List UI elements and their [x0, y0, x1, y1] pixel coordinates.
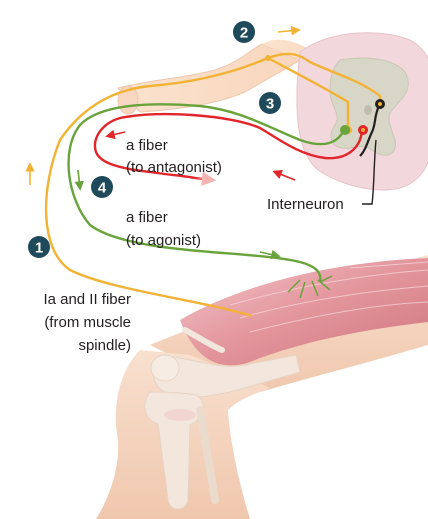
agonist-motor-neuron — [340, 125, 350, 135]
svg-text:3: 3 — [266, 96, 274, 113]
svg-text:(to antagonist): (to antagonist) — [126, 159, 222, 176]
knee-bones — [144, 354, 301, 510]
svg-text:a fiber: a fiber — [126, 209, 168, 226]
interneuron-path — [359, 105, 380, 157]
svg-text:(to agonist): (to agonist) — [126, 232, 201, 249]
spinal-cord — [296, 32, 428, 191]
interneuron-pointer — [362, 139, 377, 205]
label-a-fiber-agonist: a fiber (to agonist) — [126, 209, 201, 249]
svg-text:spindle): spindle) — [78, 337, 131, 354]
arrow-agonist-down — [74, 169, 85, 191]
arrow-agonist-muscle — [259, 249, 281, 260]
ia-ii-branch — [267, 56, 350, 128]
svg-text:(from muscle: (from muscle — [44, 314, 131, 331]
arrow-antagonist-cord — [272, 170, 296, 181]
badge-4: 4 — [91, 176, 113, 198]
label-a-fiber-antagonist: a fiber (to antagonist) — [126, 137, 222, 176]
badge-1: 1 — [28, 236, 50, 258]
antagonist-fiber-fade — [194, 171, 217, 186]
ia-ii-fiber-path — [44, 52, 382, 318]
svg-text:4: 4 — [98, 180, 107, 197]
svg-text:1: 1 — [35, 240, 43, 257]
ia-synapse-dot — [378, 102, 382, 106]
arrow-antagonist-left — [105, 129, 126, 140]
quadriceps-muscle — [180, 258, 428, 366]
nerve-junction-dot — [265, 55, 271, 61]
svg-text:2: 2 — [240, 25, 248, 42]
label-interneuron: Interneuron — [267, 196, 344, 213]
badge-3: 3 — [259, 92, 281, 114]
agonist-fiber-endings — [287, 275, 333, 299]
badge-2: 2 — [233, 21, 255, 43]
leg-illustration — [96, 255, 428, 519]
svg-text:Ia and II fiber: Ia and II fiber — [43, 291, 131, 308]
arrow-ia-top — [277, 25, 301, 36]
antagonist-fiber-path — [93, 112, 364, 180]
label-ia-ii-fiber: Ia and II fiber (from muscle spindle) — [43, 291, 131, 354]
svg-text:a fiber: a fiber — [126, 137, 168, 154]
